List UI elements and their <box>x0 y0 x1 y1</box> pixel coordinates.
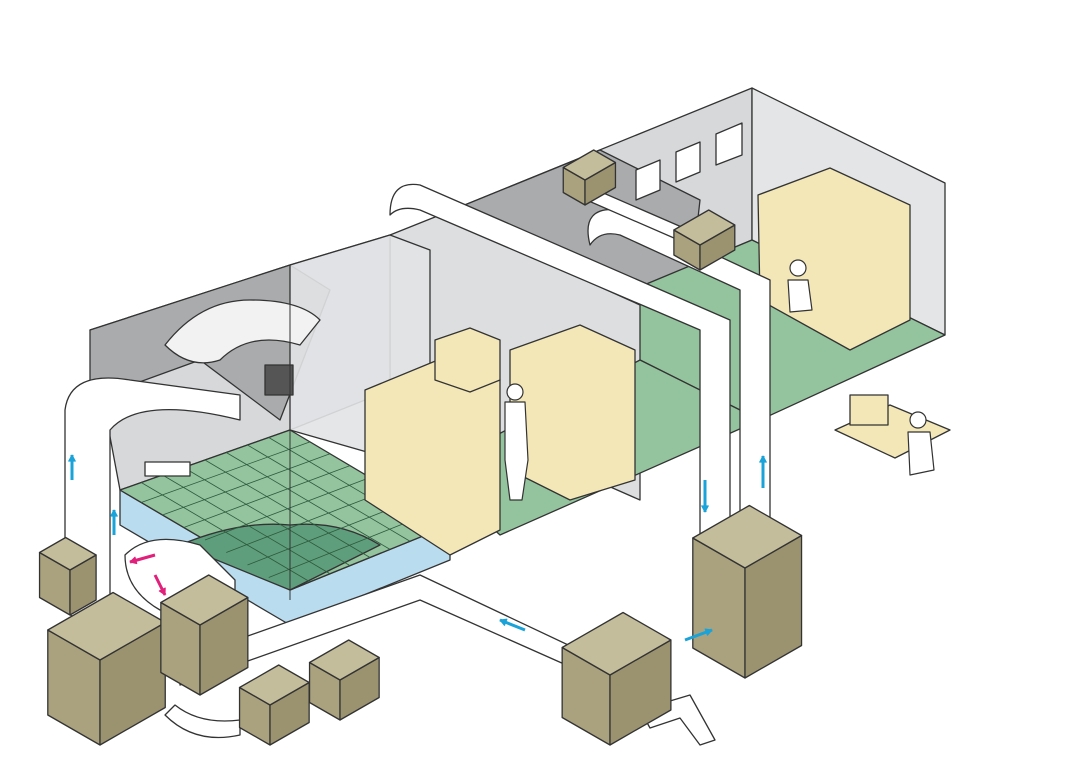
floor-grid-line <box>226 489 391 553</box>
air-handler-unit <box>562 149 617 206</box>
airflow-arrow-icon <box>701 480 709 513</box>
air-handler-top <box>692 504 803 569</box>
air-handler-unit <box>561 611 672 746</box>
air-handler-top <box>47 591 166 661</box>
person-icon <box>907 411 935 476</box>
return-air-arrow-icon <box>129 553 156 565</box>
airflow-arrow-icon <box>499 618 526 632</box>
airflow-arrow-icon <box>684 628 713 642</box>
person-icon <box>504 383 529 501</box>
air-handler-top <box>308 639 380 681</box>
connector-duct <box>164 704 241 739</box>
air-handler-unit <box>308 639 380 721</box>
air-shower <box>509 324 636 501</box>
airflow-arrows <box>68 454 767 642</box>
floor-grid-line <box>204 477 371 541</box>
air-handler-top <box>238 664 310 706</box>
window <box>715 122 743 166</box>
air-handling-units <box>38 149 803 746</box>
process-tool-cabinet <box>434 327 501 393</box>
air-handler-unit <box>47 591 166 746</box>
air-handler-top <box>38 536 97 571</box>
airflow-arrow-icon <box>68 454 76 480</box>
airflow-arrow-icon <box>110 509 118 535</box>
computer-workstation-icon <box>849 394 889 426</box>
building <box>89 87 946 626</box>
window <box>675 141 701 183</box>
air-handler-top <box>673 209 736 246</box>
person-icon <box>787 259 813 313</box>
air-handler-unit <box>238 664 310 746</box>
air-handler-top <box>562 149 617 181</box>
floor-grid-line <box>247 444 411 542</box>
air-handler-unit <box>38 536 97 616</box>
air-handler-unit <box>692 504 803 679</box>
sample-table <box>144 461 191 477</box>
air-handler-top <box>160 574 249 626</box>
return-air-arrow-icon <box>153 574 167 596</box>
airflow-arrow-icon <box>759 455 767 488</box>
supply-duct-vertical-left <box>64 377 241 651</box>
floor-grid-line <box>226 452 391 550</box>
hepa-filter-icon <box>164 299 321 364</box>
air-handler-top <box>561 611 672 676</box>
air-handler-unit <box>160 574 249 696</box>
air-handler-unit <box>673 209 736 271</box>
window <box>635 159 661 201</box>
wall-panel <box>264 364 294 396</box>
people <box>504 259 935 501</box>
